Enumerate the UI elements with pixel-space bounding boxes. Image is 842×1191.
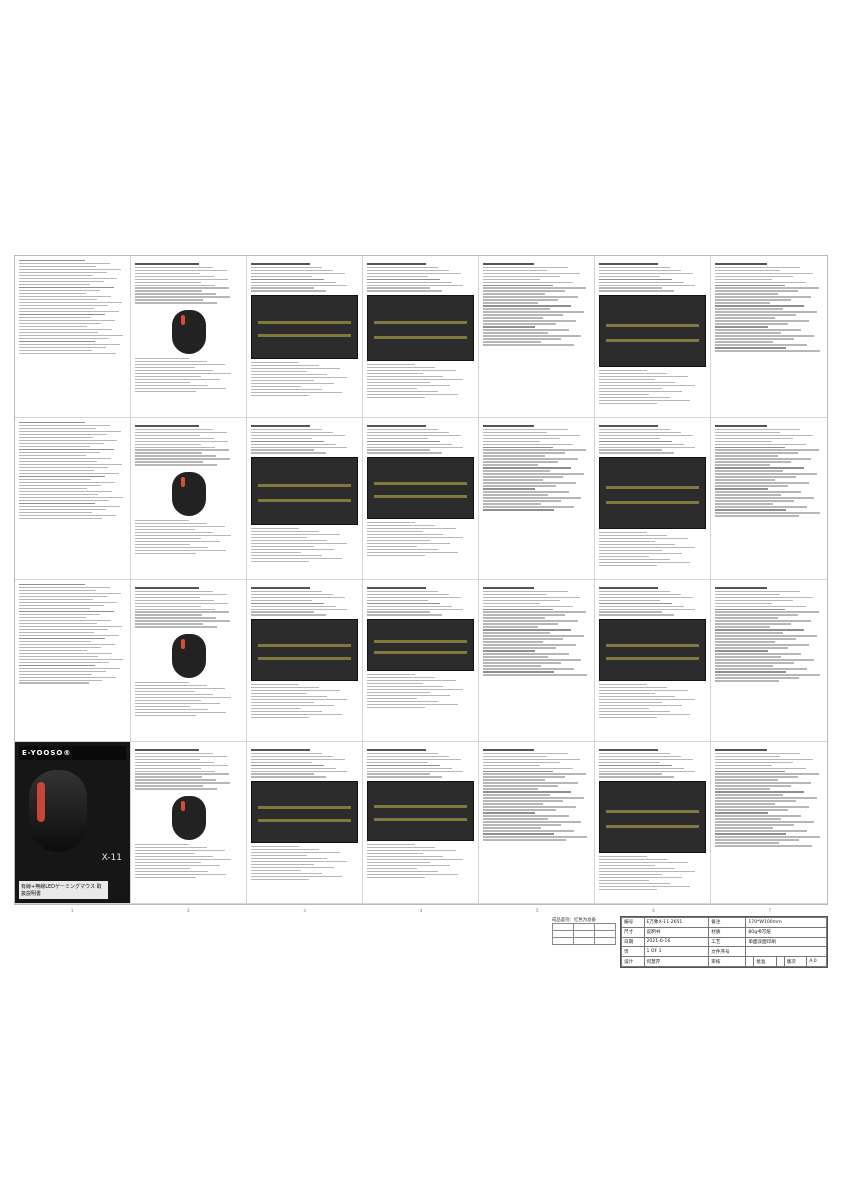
- manual-panel: [131, 418, 247, 580]
- software-screenshot: [251, 618, 358, 681]
- review-stamp: 成品鉴别：红色为准备: [552, 917, 616, 945]
- tb-label: 备注: [708, 917, 747, 928]
- column-number: 5: [535, 908, 539, 913]
- tb-label: 版次: [783, 956, 808, 967]
- cover-panel: E-YOOSO® X-11 有線+無線LEDゲーミングマウス 取扱説明書: [15, 742, 131, 904]
- panel-grid: E-YOOSO® X-11 有線+無線LEDゲーミングマウス 取扱説明書: [15, 256, 827, 904]
- tb-value: 何慧芹: [643, 956, 710, 967]
- manual-panel: [131, 256, 247, 418]
- tb-value: 80g书写纸: [745, 926, 827, 938]
- manual-panel: [711, 742, 827, 904]
- manual-panel: [131, 580, 247, 742]
- manual-panel: [247, 256, 363, 418]
- software-screenshot: [367, 618, 474, 671]
- mouse-diagram: [171, 309, 206, 354]
- column-number: 1: [70, 908, 74, 913]
- manual-panel: [595, 418, 711, 580]
- tb-label: 审核: [708, 956, 747, 967]
- software-screenshot: [251, 294, 358, 359]
- tb-value: A.0: [806, 956, 827, 967]
- manual-panel: [247, 742, 363, 904]
- software-screenshot: [367, 456, 474, 519]
- tb-value: 1 OF 1: [643, 946, 710, 958]
- review-table: [552, 923, 616, 945]
- software-screenshot: [599, 456, 706, 529]
- mouse-image: [29, 770, 87, 852]
- mouse-diagram: [171, 633, 206, 678]
- brand-logo: E-YOOSO®: [19, 746, 126, 760]
- tb-label: 尺寸: [621, 926, 645, 938]
- manual-panel: [131, 742, 247, 904]
- manual-panel: [479, 418, 595, 580]
- manual-panel: [711, 580, 827, 742]
- software-screenshot: [367, 294, 474, 361]
- software-screenshot: [599, 618, 706, 681]
- software-screenshot: [599, 294, 706, 367]
- manual-panel: [247, 580, 363, 742]
- cover-title: 有線+無線LEDゲーミングマウス 取扱説明書: [19, 881, 108, 899]
- manual-panel: [363, 418, 479, 580]
- tb-value: [775, 956, 785, 967]
- column-number: 7: [768, 908, 772, 913]
- manual-panel: [479, 742, 595, 904]
- software-screenshot: [251, 456, 358, 525]
- manual-panel: [711, 256, 827, 418]
- column-number: 6: [652, 908, 655, 913]
- tb-value: E万象X-11-2651: [643, 917, 710, 928]
- manual-panel: [363, 580, 479, 742]
- manual-panel: [595, 742, 711, 904]
- manual-panel: [595, 580, 711, 742]
- tb-label: 材质: [708, 926, 747, 938]
- tb-value: [745, 946, 827, 958]
- software-screenshot: [367, 780, 474, 841]
- tb-label: 设计: [621, 956, 645, 967]
- tb-label: 编号: [621, 917, 645, 928]
- manual-sheet: E-YOOSO® X-11 有線+無線LEDゲーミングマウス 取扱説明書: [14, 255, 828, 905]
- column-number: 3: [303, 908, 306, 913]
- software-screenshot: [251, 780, 358, 843]
- column-number: 4: [419, 908, 423, 913]
- manual-panel: [363, 742, 479, 904]
- tb-label: 工艺: [708, 936, 747, 948]
- tb-label: 批准: [753, 956, 777, 967]
- manual-panel: [595, 256, 711, 418]
- column-number: 2: [187, 908, 190, 913]
- tb-value: 说明书: [643, 926, 710, 938]
- software-screenshot: [599, 780, 706, 853]
- mouse-diagram: [171, 471, 206, 516]
- manual-panel: [711, 418, 827, 580]
- tb-label: 页: [621, 946, 645, 958]
- tb-label: 文件序号: [708, 946, 747, 958]
- review-label: 成品鉴别：红色为准备: [552, 918, 596, 923]
- manual-panel: [479, 580, 595, 742]
- mouse-diagram: [171, 795, 206, 840]
- tb-label: 日期: [621, 936, 645, 948]
- model-name: X-11: [101, 853, 122, 863]
- tb-value: 170*W100mm: [745, 917, 827, 928]
- tb-value: 单面双面印刷: [745, 936, 827, 948]
- title-block: 编号 E万象X-11-2651 备注 170*W100mm 尺寸 说明书 材质 …: [620, 916, 828, 968]
- column-number-row: 1 2 3 4 5 6 7: [14, 908, 828, 918]
- tb-value: 2021-6-16: [643, 936, 710, 948]
- manual-panel: [479, 256, 595, 418]
- manual-panel: [247, 418, 363, 580]
- manual-panel: [15, 580, 131, 742]
- manual-panel: [15, 418, 131, 580]
- manual-panel: [15, 256, 131, 418]
- manual-panel: [363, 256, 479, 418]
- tb-value: [745, 956, 755, 967]
